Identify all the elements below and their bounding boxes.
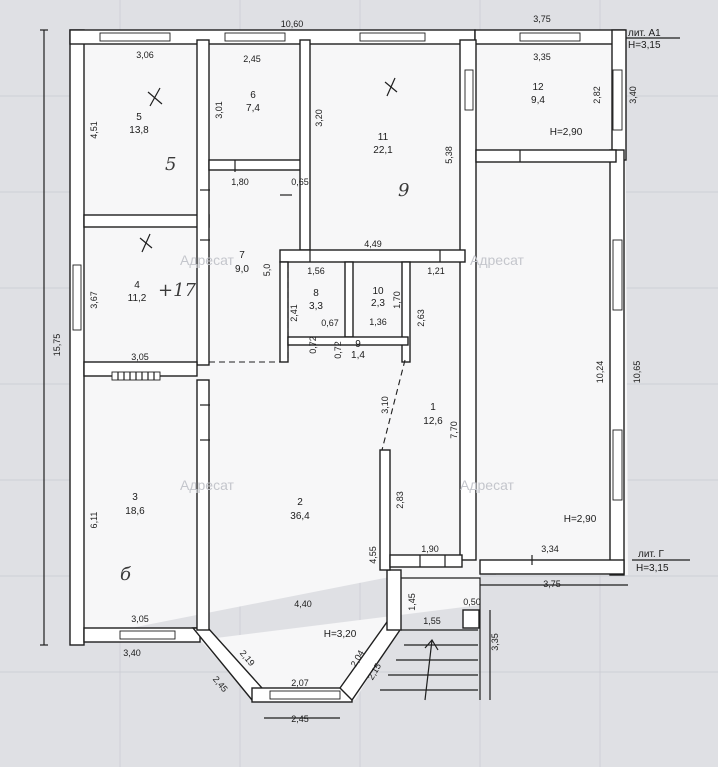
room-area: 3,3 xyxy=(309,301,323,312)
room-number: 2 xyxy=(297,497,303,508)
note-lit-g: лит. Г xyxy=(638,549,664,560)
windows xyxy=(72,32,623,700)
room-number: 9 xyxy=(355,339,361,350)
dim-left-total: 15,75 xyxy=(52,334,62,357)
dim-r10-right: 1,21 xyxy=(427,266,445,276)
note-h-a1: Н=3,15 xyxy=(628,40,661,51)
dim-bay-207: 2,07 xyxy=(291,678,309,688)
room-number: 1 xyxy=(430,402,436,413)
room-area: 36,4 xyxy=(290,511,310,522)
room-area: 9,0 xyxy=(235,264,249,275)
room-number: 8 xyxy=(313,288,319,299)
room-area: 1,4 xyxy=(351,350,365,361)
dim-r2-440: 4,40 xyxy=(294,599,312,609)
boundary-r1-r2 xyxy=(381,359,406,451)
dim-col-283: 2,83 xyxy=(395,491,405,509)
room-area: 9,4 xyxy=(531,95,545,106)
dim-r3-left: 6,11 xyxy=(89,512,99,529)
dim-porch-050: 0,50 xyxy=(463,597,481,607)
notes: лит. А1 Н=3,15 Н=2,90 Н=2,90 лит. Г Н=3,… xyxy=(324,28,690,640)
door-markers xyxy=(200,150,533,567)
dim-porch-145: 1,45 xyxy=(407,593,417,611)
dim-porch-155: 1,55 xyxy=(423,616,441,626)
dim-r10-263: 2,63 xyxy=(416,309,426,327)
note-h-r2: Н=3,20 xyxy=(324,629,357,640)
radiator xyxy=(111,371,161,381)
room-labels: 5 13,8 6 7,4 11 22,1 12 9,4 4 11,2 7 9,0… xyxy=(125,82,545,522)
dim-r6-height: 3,01 xyxy=(214,101,224,119)
dim-r12-inner: 3,35 xyxy=(533,52,551,62)
handwritten-crosses xyxy=(139,77,398,253)
dim-r4-left: 3,67 xyxy=(89,291,99,309)
dim-r12-outer: 3,75 xyxy=(533,14,551,24)
dim-r8-bottom: 0,67 xyxy=(321,318,339,328)
dim-step-190: 1,90 xyxy=(421,544,439,554)
dim-r11-right: 5,38 xyxy=(444,146,454,164)
dim-r10-bottom: 1,36 xyxy=(369,317,387,327)
dim-r7-height: 5,0 xyxy=(262,264,272,277)
room-area: 22,1 xyxy=(373,145,393,156)
dim-hall-310: 3,10 xyxy=(380,396,390,414)
dim-corr-065: 0,65 xyxy=(291,177,309,187)
dim-right-out: 10,65 xyxy=(632,361,642,384)
dim-r3-bottom: 3,05 xyxy=(131,614,149,624)
room-number: 4 xyxy=(134,280,140,291)
watermark-text: Адресат xyxy=(180,477,235,493)
dim-g-375: 3,75 xyxy=(543,579,561,589)
room-number: 7 xyxy=(239,250,245,261)
room-number: 3 xyxy=(132,492,138,503)
dim-r10-side: 1,70 xyxy=(392,291,402,309)
room-area: 11,2 xyxy=(128,293,147,304)
dim-r6-top: 2,45 xyxy=(243,54,261,64)
dim-r9-left: 0,72 xyxy=(308,336,318,354)
room-area: 7,4 xyxy=(246,103,260,114)
dim-bay-245l: 2,45 xyxy=(211,674,230,694)
dim-right-in: 10,24 xyxy=(595,361,605,384)
dim-col-455: 4,55 xyxy=(368,546,378,564)
dim-r11-left: 3,20 xyxy=(314,109,324,127)
room-area: 2,3 xyxy=(371,298,385,309)
hand-mark-r11: 9 xyxy=(398,180,409,201)
dim-r9-mid: 0,72 xyxy=(333,341,343,359)
handwritten-marks: 5 +17 9 б xyxy=(120,154,409,585)
hand-mark-r5: 5 xyxy=(165,154,176,175)
dim-r11-bottom: 4,49 xyxy=(364,239,382,249)
dim-r4-bottom: 3,05 xyxy=(131,352,149,362)
note-h-g: Н=3,15 xyxy=(636,563,669,574)
watermarks: Адресат Адресат Адресат Адресат xyxy=(180,252,525,493)
room-number: 10 xyxy=(372,286,384,297)
dimension-lines xyxy=(40,29,628,719)
dim-r8-top: 1,56 xyxy=(307,266,325,276)
room-area: 12,6 xyxy=(423,416,443,427)
dim-left-340: 3,40 xyxy=(123,648,141,658)
dim-r8-left: 2,41 xyxy=(289,304,299,322)
dim-top-total: 10,60 xyxy=(281,19,304,29)
dim-r12-right-out: 3,40 xyxy=(628,86,638,104)
hand-mark-r3: б xyxy=(120,564,132,585)
room-number: 12 xyxy=(532,82,544,93)
watermark-text: Адресат xyxy=(470,252,525,268)
dim-r5-top: 3,06 xyxy=(136,50,154,60)
dim-porch-335: 3,35 xyxy=(490,633,500,651)
dim-bay-245b: 2,45 xyxy=(291,714,309,724)
room-number: 5 xyxy=(136,112,142,123)
dim-g-334: 3,34 xyxy=(541,544,559,554)
room-area: 13,8 xyxy=(129,125,149,136)
room-number: 6 xyxy=(250,90,256,101)
dim-r1-770: 7,70 xyxy=(449,421,459,439)
porch xyxy=(380,577,481,701)
watermark-text: Адресат xyxy=(180,252,235,268)
note-h-g-room: Н=2,90 xyxy=(564,514,597,525)
room-area: 18,6 xyxy=(125,506,145,517)
watermark-text: Адресат xyxy=(460,477,515,493)
note-lit-a1: лит. А1 xyxy=(628,28,661,39)
dim-r12-right-in: 2,82 xyxy=(592,86,602,104)
hand-mark-r4: +17 xyxy=(158,280,197,301)
dim-corr-180: 1,80 xyxy=(231,177,249,187)
room-number: 11 xyxy=(378,132,389,143)
note-h-r12: Н=2,90 xyxy=(550,127,583,138)
dim-r5-height: 4,51 xyxy=(89,121,99,139)
